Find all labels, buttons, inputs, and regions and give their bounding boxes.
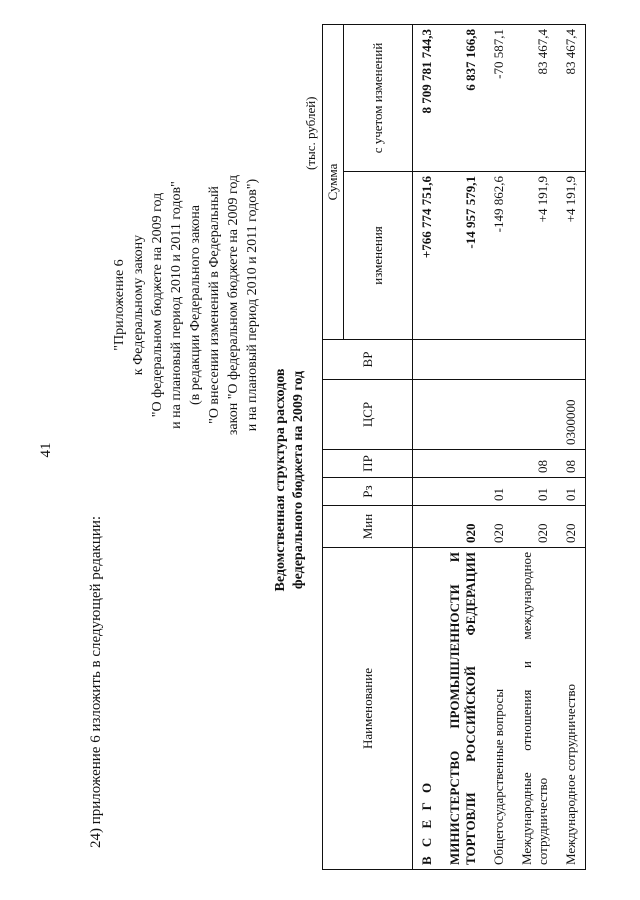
cell-change: +766 774 751,6	[412, 171, 441, 340]
table-row: Международные отношения и международное …	[513, 24, 557, 870]
table-row: В С Е Г О +766 774 751,6 8 709 781 744,3	[412, 24, 441, 870]
cell-with-change: 83 467,4	[513, 24, 557, 172]
cell-min: 020	[485, 505, 513, 548]
appendix-line: "О федеральном бюджете на 2009 год	[150, 192, 165, 418]
table-row: Международное сотрудничество 020 01 08 0…	[557, 24, 586, 870]
cell-rz: 01	[557, 477, 586, 506]
appendix-line: и на плановый период 2010 и 2011 годов"	[169, 181, 184, 429]
header-with-change: с учетом изменений	[343, 24, 413, 172]
cell-csr	[485, 379, 513, 450]
cell-with-change: 83 467,4	[557, 24, 586, 172]
cell-vr	[441, 339, 485, 380]
units-label: (тыс. рублей)	[303, 96, 318, 170]
appendix-line: к Федеральному закону	[131, 234, 146, 376]
appendix-header: "Приложение 6 к Федеральному закону "О ф…	[110, 70, 262, 540]
title-line: федерального бюджета на 2009 год	[291, 370, 306, 590]
cell-name: Международные отношения и международное …	[513, 547, 557, 870]
table-row: Общегосударственные вопросы 020 01 -149 …	[485, 24, 513, 870]
cell-with-change: 8 709 781 744,3	[412, 24, 441, 172]
cell-change: +4 191,9	[557, 171, 586, 340]
cell-vr	[485, 339, 513, 380]
cell-min: 020	[513, 505, 557, 548]
document-title: Ведомственная структура расходов федерал…	[272, 320, 308, 640]
table-row: МИНИСТЕРСТВО ПРОМЫШЛЕННОСТИ И ТОРГОВЛИ Р…	[441, 24, 485, 870]
cell-rz: 01	[513, 477, 557, 506]
header-vr: ВР	[322, 339, 413, 380]
cell-csr	[441, 379, 485, 450]
cell-name: В С Е Г О	[412, 547, 441, 870]
header-change: изменения	[343, 171, 413, 340]
page-number: 41	[38, 442, 54, 458]
appendix-line: (в редакции Федерального закона	[188, 205, 203, 405]
header-name: Наименование	[322, 547, 413, 870]
cell-name: Международное сотрудничество	[557, 547, 586, 870]
cell-csr	[412, 379, 441, 450]
cell-change: -149 862,6	[485, 171, 513, 340]
cell-min: 020	[557, 505, 586, 548]
cell-pr: 08	[513, 449, 557, 478]
cell-name: Общегосударственные вопросы	[485, 547, 513, 870]
cell-pr	[485, 449, 513, 478]
header-min: Мин	[322, 505, 413, 548]
cell-csr: 0300000	[557, 379, 586, 450]
cell-csr	[513, 379, 557, 450]
header-pr: ПР	[322, 449, 413, 478]
cell-vr	[513, 339, 557, 380]
cell-pr: 08	[557, 449, 586, 478]
cell-rz: 01	[485, 477, 513, 506]
intro-text: 24) приложение 6 изложить в следующей ре…	[88, 515, 104, 848]
cell-vr	[412, 339, 441, 380]
appendix-line: "О внесении изменений в Федеральный	[207, 186, 222, 424]
appendix-line: закон "О федеральном бюджете на 2009 год	[226, 174, 241, 436]
header-csr: ЦСР	[322, 379, 413, 450]
cell-with-change: -70 587,1	[485, 24, 513, 172]
header-sum: Сумма	[322, 24, 344, 340]
cell-with-change: 6 837 166,8	[441, 24, 485, 172]
cell-name: МИНИСТЕРСТВО ПРОМЫШЛЕННОСТИ И ТОРГОВЛИ Р…	[441, 547, 485, 870]
cell-change: -14 957 579,1	[441, 171, 485, 340]
appendix-line: "Приложение 6	[112, 259, 127, 351]
cell-change: +4 191,9	[513, 171, 557, 340]
title-line: Ведомственная структура расходов	[273, 368, 288, 592]
cell-pr	[412, 449, 441, 478]
cell-vr	[557, 339, 586, 380]
cell-min: 020	[441, 505, 485, 548]
cell-pr	[441, 449, 485, 478]
budget-table: Наименование Мин Рз ПР ЦСР ВР Сумма изме…	[322, 24, 586, 870]
header-rz: Рз	[322, 477, 413, 506]
appendix-line: и на плановый период 2010 и 2011 годов")	[245, 178, 260, 432]
cell-rz	[412, 477, 441, 506]
cell-min	[412, 505, 441, 548]
cell-rz	[441, 477, 485, 506]
